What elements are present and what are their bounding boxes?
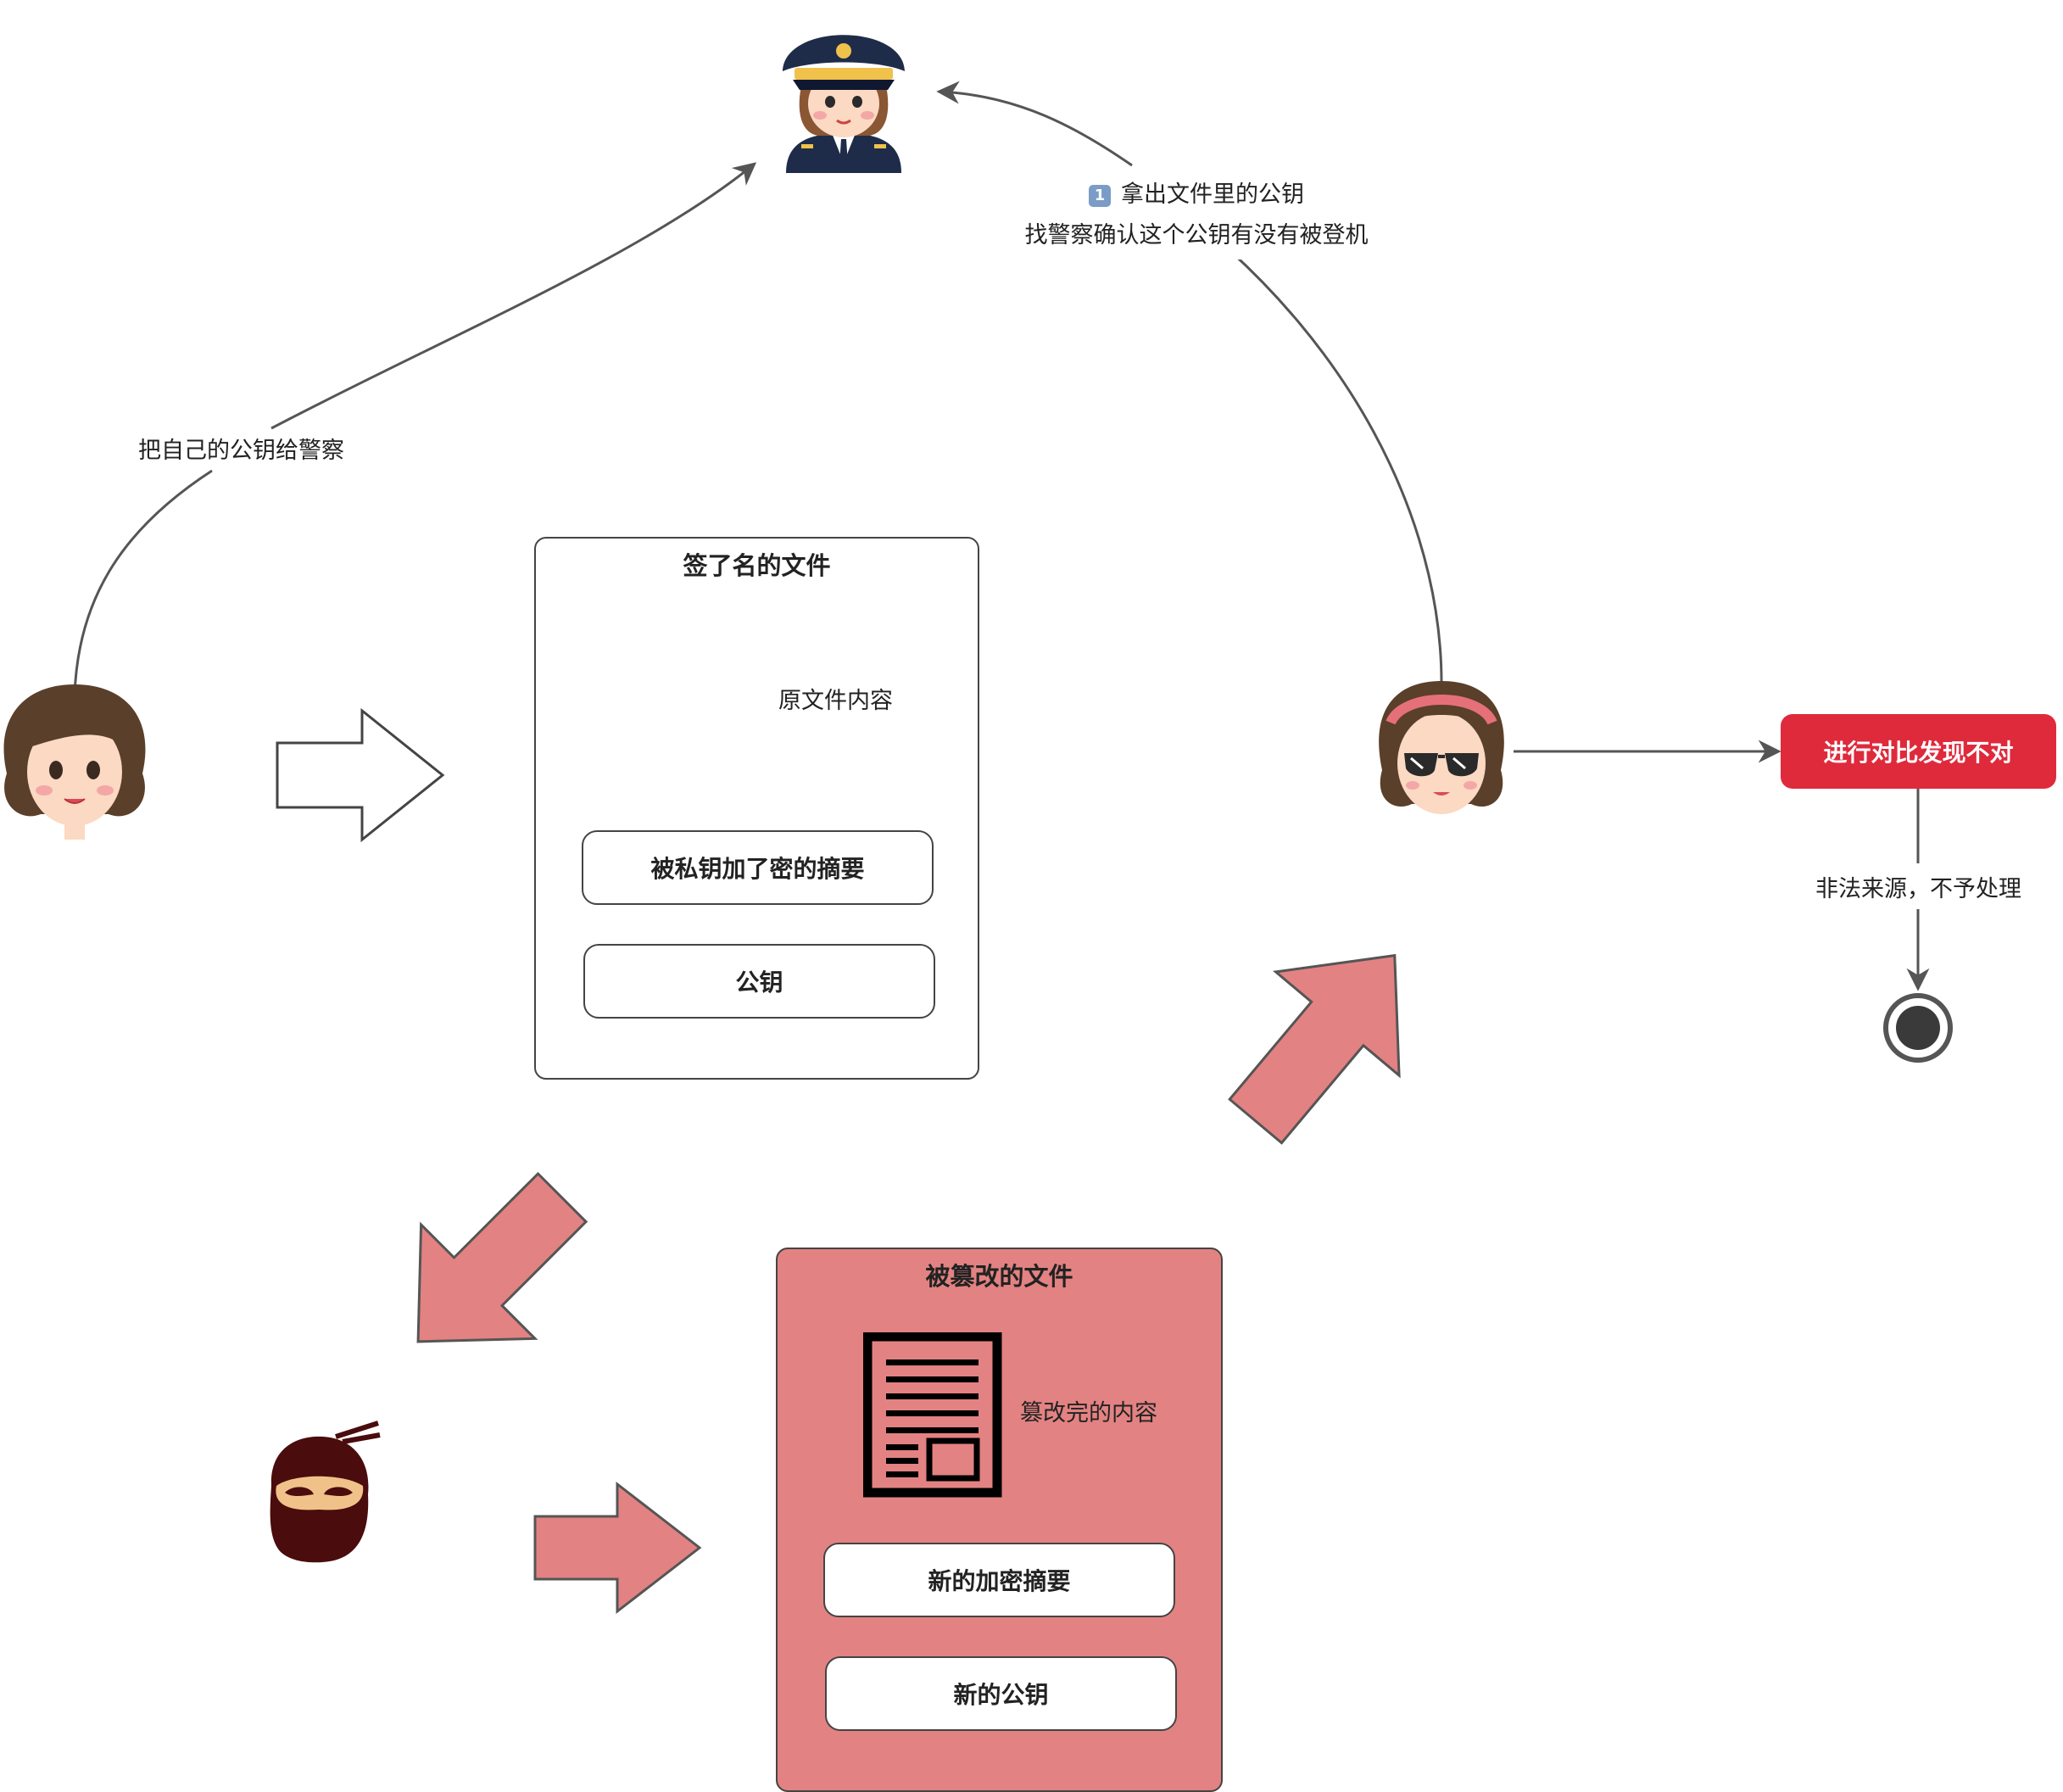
pink-arrow-to-receiver — [1228, 953, 1401, 1145]
pink-arrow-to-attacker — [416, 1171, 588, 1343]
signed-file-digest: 被私钥加了密的摘要 — [582, 830, 934, 905]
result-mismatch-node: 进行对比发现不对 — [1781, 714, 2056, 789]
tampered-file-digest: 新的加密摘要 — [823, 1543, 1175, 1617]
receiver-sunglasses-icon — [1379, 681, 1504, 814]
edge-sender-to-police — [73, 164, 755, 696]
step-one-badge: 1 — [1089, 184, 1111, 207]
edge-label-illegal: 非法来源，不予处理 — [1810, 874, 2027, 904]
tampered-file-container: 被篡改的文件 篡改完的内容 新的加密摘要 新的公钥 — [776, 1248, 1223, 1792]
signed-file-content-label: 原文件内容 — [778, 688, 893, 714]
edge-label-check-line2: 找警察确认这个公钥有没有被登机 — [1024, 222, 1369, 248]
edge-receiver-to-police — [939, 92, 1443, 684]
signed-file-title: 签了名的文件 — [683, 551, 831, 580]
tampered-file-public-key: 新的公钥 — [825, 1656, 1177, 1731]
pink-arrow-to-tampered — [533, 1481, 702, 1615]
signed-file-container: 签了名的文件 原文件内容 被私钥加了密的摘要 公钥 — [534, 537, 979, 1080]
edge-label-to-police: 把自己的公钥给警察 — [133, 436, 349, 466]
sender-woman-icon — [3, 684, 146, 840]
tampered-file-title: 被篡改的文件 — [925, 1262, 1073, 1291]
document-icon — [863, 1332, 1002, 1498]
outline-arrow — [276, 707, 445, 843]
police-icon — [783, 35, 905, 173]
attacker-ninja-icon — [270, 1421, 381, 1563]
tampered-file-content-label: 篡改完的内容 — [1020, 1400, 1157, 1426]
end-state-icon — [1883, 993, 1953, 1063]
signed-file-public-key: 公钥 — [583, 944, 935, 1019]
